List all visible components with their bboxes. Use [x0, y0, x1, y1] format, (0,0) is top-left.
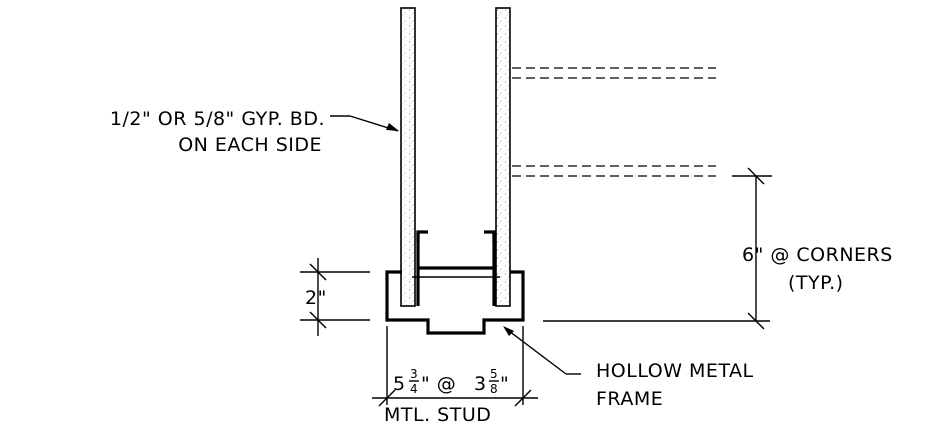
two-inch-label: 2" — [305, 287, 327, 309]
gyp-board-label-line1: 1/2" OR 5/8" GYP. BD. — [110, 108, 325, 130]
hidden-lines-upper — [512, 67, 716, 79]
stud-numerator-1: 3 — [410, 367, 418, 381]
stud-whole-2: 3 — [474, 373, 487, 395]
gypsum-board-left — [400, 7, 416, 307]
hidden-lines-lower — [512, 165, 716, 177]
stud-width-dimension — [372, 326, 538, 407]
hollow-metal-frame — [385, 270, 525, 335]
stud-numerator-2: 5 — [490, 367, 498, 381]
stud-inch: " — [500, 373, 509, 395]
metal-stud — [416, 230, 496, 306]
gyp-board-label-line2: ON EACH SIDE — [178, 134, 322, 156]
stud-denominator-1: 4 — [410, 382, 418, 396]
gypsum-board-right — [495, 7, 511, 307]
stud-at: " @ — [421, 373, 456, 395]
stud-denominator-2: 8 — [490, 382, 498, 396]
stud-label-line2: MTL. STUD — [384, 404, 491, 425]
two-inch-dimension — [300, 258, 370, 336]
gyp-board-leader — [330, 115, 399, 132]
stud-whole-1: 5 — [393, 373, 406, 395]
corner-label-line1: 6" @ CORNERS — [742, 244, 893, 266]
frame-label-line1: HOLLOW METAL — [596, 360, 754, 382]
corner-label-line2: (TYP.) — [788, 272, 844, 294]
corner-dimension — [732, 167, 772, 330]
stud-size-label: 5 3 4 " @ 3 5 8 " — [393, 367, 509, 396]
frame-label-line2: FRAME — [596, 388, 663, 410]
frame-leader — [503, 326, 581, 375]
